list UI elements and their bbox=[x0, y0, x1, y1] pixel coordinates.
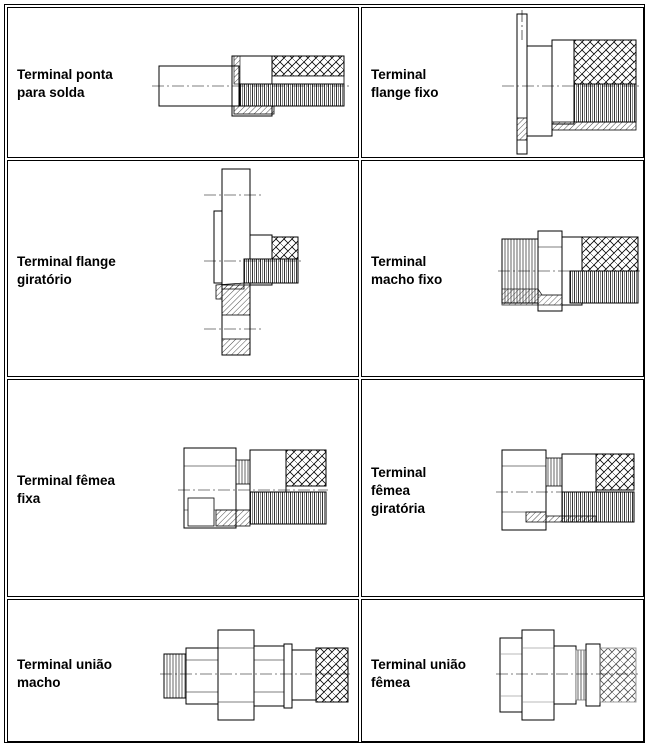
fixed-male-terminal-drawing bbox=[498, 230, 640, 312]
fixed-female-terminal-drawing bbox=[178, 447, 328, 529]
terminal-label: Terminal fêmea giratória bbox=[371, 465, 427, 516]
terminal-types-table: Terminal ponta para solda Terminal flang… bbox=[4, 4, 645, 743]
swivel-flange-terminal-drawing bbox=[204, 168, 302, 356]
cell-fixed-flange-terminal: Terminal flange fixo bbox=[361, 7, 644, 158]
terminal-label: Terminal flange fixo bbox=[371, 67, 439, 100]
solder-end-terminal-drawing bbox=[152, 55, 350, 117]
cell-swivel-flange-terminal: Terminal flange giratório bbox=[7, 160, 359, 377]
male-union-terminal-drawing bbox=[160, 629, 350, 721]
cell-fixed-female-terminal: Terminal fêmea fixa bbox=[7, 379, 359, 597]
cell-solder-end-terminal: Terminal ponta para solda bbox=[7, 7, 359, 158]
cell-fixed-male-terminal: Terminal macho fixo bbox=[361, 160, 644, 377]
fixed-flange-terminal-drawing bbox=[502, 10, 640, 155]
terminal-label: Terminal união macho bbox=[17, 657, 113, 690]
terminal-label: Terminal união fêmea bbox=[371, 657, 467, 690]
terminal-label: Terminal flange giratório bbox=[17, 254, 116, 287]
terminal-label: Terminal ponta para solda bbox=[17, 67, 113, 100]
female-union-terminal-drawing bbox=[496, 629, 638, 721]
cell-swivel-female-terminal: Terminal fêmea giratória bbox=[361, 379, 644, 597]
cell-female-union-terminal: Terminal união fêmea bbox=[361, 599, 644, 742]
swivel-female-terminal-drawing bbox=[496, 449, 636, 531]
terminal-label: Terminal macho fixo bbox=[371, 254, 443, 287]
cell-male-union-terminal: Terminal união macho bbox=[7, 599, 359, 742]
terminal-label: Terminal fêmea fixa bbox=[17, 473, 116, 506]
